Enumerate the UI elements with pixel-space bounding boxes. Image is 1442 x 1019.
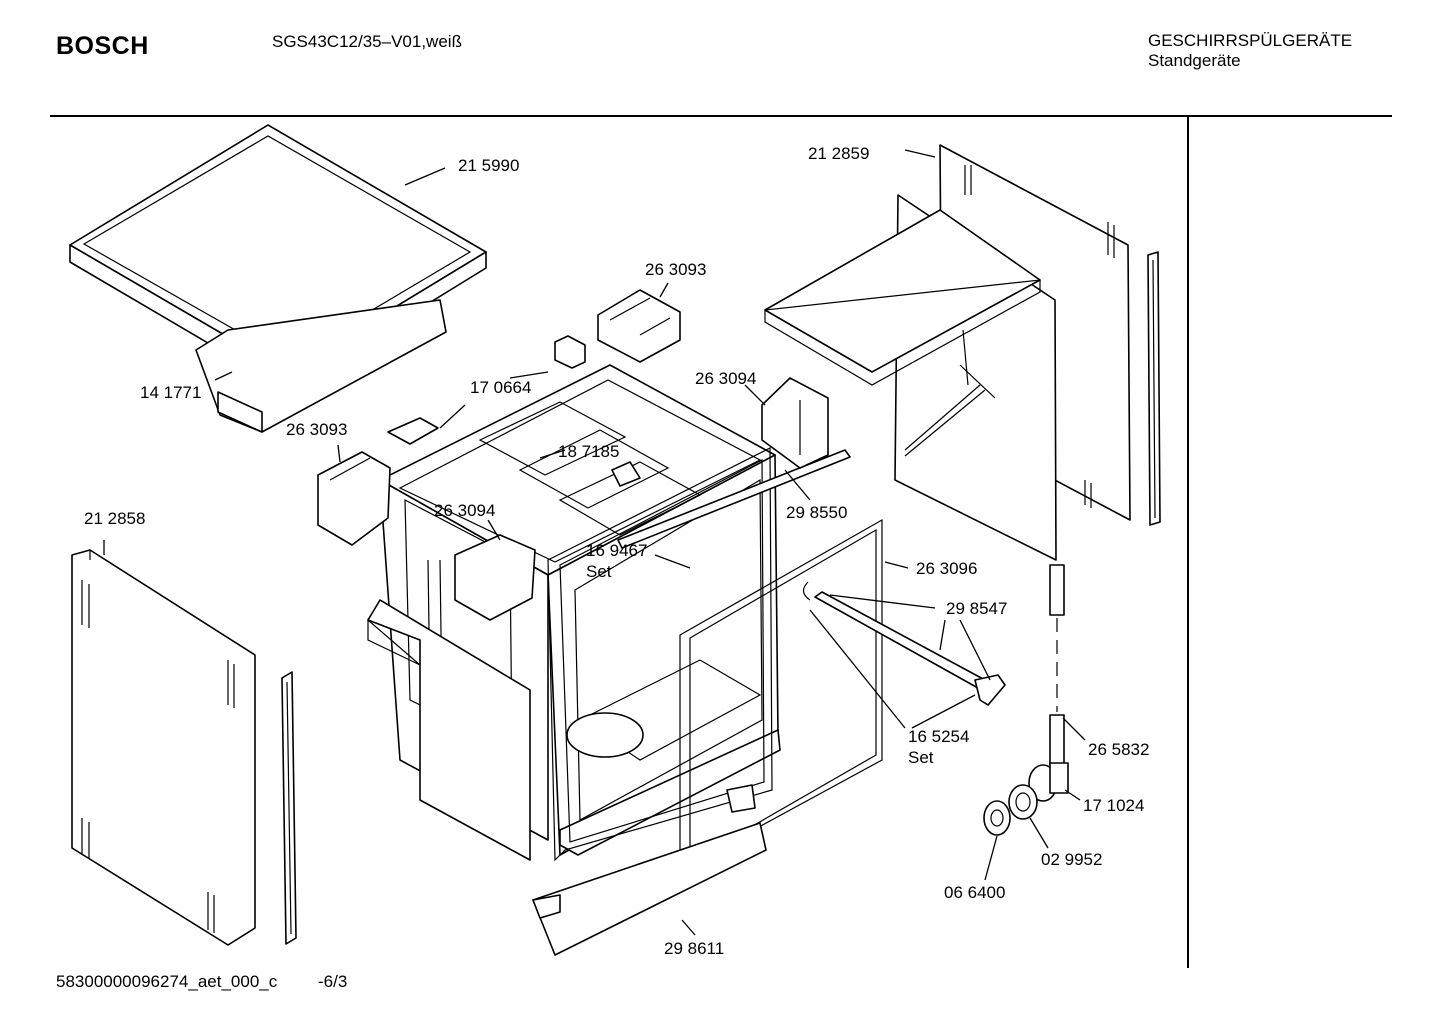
page-number: -6/3 xyxy=(318,972,348,991)
part-label-171024: 17 1024 xyxy=(1083,796,1144,815)
part-label-298611: 29 8611 xyxy=(664,939,724,958)
part-label-263094-front: 26 3094 xyxy=(434,501,495,520)
kick-plate-part xyxy=(532,784,767,956)
part-label-263096: 26 3096 xyxy=(916,559,977,578)
nut-066400-part xyxy=(983,800,1011,836)
document-code: 58300000096274_aet_000_c xyxy=(56,972,278,991)
side-strip-left-part xyxy=(281,671,297,945)
part-label-165254: 16 5254 xyxy=(908,727,969,746)
clip-170664-part xyxy=(387,335,586,445)
hinge-bracket-left-part xyxy=(317,451,391,546)
part-label-263093-left: 26 3093 xyxy=(286,420,347,439)
rail-part xyxy=(617,449,851,549)
part-label-187185: 18 7185 xyxy=(558,442,619,461)
leader-lines xyxy=(103,149,1086,936)
part-label-141771: 14 1771 xyxy=(140,383,201,402)
bracket-front-part xyxy=(454,534,536,621)
ring-029952-part xyxy=(1008,784,1038,820)
door-seal-part xyxy=(679,518,883,872)
side-panel-left-part xyxy=(71,549,256,946)
part-label-066400: 06 6400 xyxy=(944,883,1005,902)
category-subtitle: Standgeräte xyxy=(1148,51,1241,70)
hose-part xyxy=(1049,564,1065,766)
part-label-029952: 02 9952 xyxy=(1041,850,1102,869)
bracket-right-part xyxy=(761,377,829,469)
drain-elbow-part xyxy=(1028,762,1069,802)
side-strip-right-part xyxy=(1147,251,1161,526)
model-number: SGS43C12/35–V01,weiß xyxy=(272,32,462,51)
category-title: GESCHIRRSPÜLGERÄTE xyxy=(1148,31,1353,50)
spray-arm-part xyxy=(802,581,1006,706)
brand-logo: BOSCH xyxy=(56,32,149,60)
part-label-263094-right: 26 3094 xyxy=(695,369,756,388)
part-label-165254-set: Set xyxy=(908,748,934,767)
part-label-298550: 29 8550 xyxy=(786,503,847,522)
front-cover-part xyxy=(367,599,531,861)
worktop-part xyxy=(69,124,487,433)
part-label-170664: 17 0664 xyxy=(470,378,531,397)
front-frame-part xyxy=(547,447,773,862)
part-label-215990: 21 5990 xyxy=(458,156,519,175)
part-label-169467: 16 9467 xyxy=(586,541,647,560)
part-label-265832: 26 5832 xyxy=(1088,740,1149,759)
part-label-169467-set: Set xyxy=(586,562,612,581)
part-label-212858: 21 2858 xyxy=(84,509,145,528)
hinge-bracket-upper-part xyxy=(597,289,681,363)
rear-panel-part xyxy=(764,144,1131,561)
part-label-298547: 29 8547 xyxy=(946,599,1007,618)
part-label-263093-top: 26 3093 xyxy=(645,260,706,279)
part-label-212859: 21 2859 xyxy=(808,144,869,163)
